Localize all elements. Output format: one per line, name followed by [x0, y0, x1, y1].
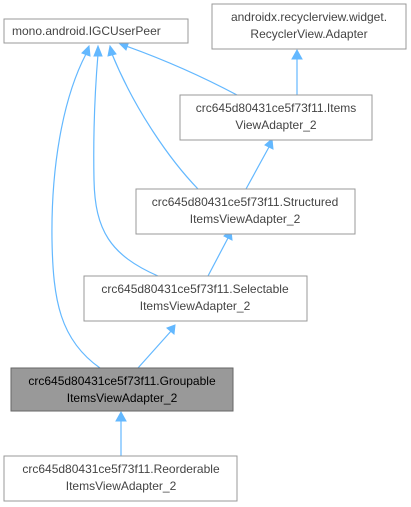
- edge-igc-to-structured: [111, 53, 199, 190]
- node-recyclerview-adapter[interactable]: androidx.recyclerview.widget. RecyclerVi…: [211, 3, 407, 50]
- node-items-view-adapter[interactable]: crc645d80431ce5f73f11.Items ViewAdapter_…: [179, 94, 373, 141]
- node-selectable-items-view-adapter[interactable]: crc645d80431ce5f73f11.Selectable ItemsVi…: [83, 275, 308, 322]
- edge-igc-to-items: [125, 45, 238, 96]
- node-structured-items-view-adapter-label-2: ItemsViewAdapter_2: [190, 212, 301, 226]
- node-structured-items-view-adapter[interactable]: crc645d80431ce5f73f11.Structured ItemsVi…: [135, 188, 356, 235]
- node-structured-items-view-adapter-box: [135, 188, 356, 235]
- node-reorderable-items-view-adapter[interactable]: crc645d80431ce5f73f11.Reorderable ItemsV…: [3, 455, 238, 502]
- node-reorderable-items-view-adapter-label-1: crc645d80431ce5f73f11.Reorderable: [22, 462, 220, 476]
- arrowhead-igc-groupable: [81, 44, 91, 57]
- node-items-view-adapter-label-1: crc645d80431ce5f73f11.Items: [196, 101, 357, 115]
- node-recyclerview-adapter-box: [211, 3, 407, 50]
- node-selectable-items-view-adapter-label-1: crc645d80431ce5f73f11.Selectable: [101, 282, 289, 296]
- node-selectable-items-view-adapter-label-2: ItemsViewAdapter_2: [140, 299, 251, 313]
- node-items-view-adapter-label-2: ViewAdapter_2: [235, 118, 316, 132]
- node-igcuserpeer-label: mono.android.IGCUserPeer: [12, 24, 161, 38]
- edge-items-to-structured: [245, 146, 270, 190]
- node-groupable-items-view-adapter[interactable]: crc645d80431ce5f73f11.Groupable ItemsVie…: [10, 367, 234, 412]
- node-recyclerview-adapter-label-2: RecyclerView.Adapter: [250, 27, 367, 41]
- edge-igc-to-selectable: [93, 53, 159, 277]
- node-selectable-items-view-adapter-box: [83, 275, 308, 322]
- node-reorderable-items-view-adapter-box: [3, 455, 238, 502]
- node-groupable-items-view-adapter-label-2: ItemsViewAdapter_2: [67, 391, 178, 405]
- node-structured-items-view-adapter-label-1: crc645d80431ce5f73f11.Structured: [152, 195, 339, 209]
- edge-structured-to-selectable: [207, 237, 229, 277]
- node-igcuserpeer[interactable]: mono.android.IGCUserPeer: [3, 18, 189, 44]
- edges: [51, 40, 303, 456]
- arrowhead-items: [264, 137, 274, 150]
- arrowhead-groupable: [115, 410, 127, 422]
- node-reorderable-items-view-adapter-label-2: ItemsViewAdapter_2: [66, 479, 177, 493]
- edge-selectable-to-groupable: [137, 329, 173, 369]
- arrowhead-selectable: [166, 324, 176, 335]
- arrowhead-recyclerview: [291, 48, 303, 60]
- arrowhead-igc-structured: [107, 44, 117, 57]
- node-items-view-adapter-box: [179, 94, 373, 141]
- node-groupable-items-view-adapter-label-1: crc645d80431ce5f73f11.Groupable: [28, 374, 216, 388]
- edge-igc-to-groupable: [51, 53, 101, 369]
- arrowhead-igc-selectable: [93, 44, 103, 57]
- node-recyclerview-adapter-label-1: androidx.recyclerview.widget.: [231, 10, 387, 24]
- node-groupable-items-view-adapter-box: [10, 367, 234, 412]
- node-igcuserpeer-box: [3, 18, 189, 44]
